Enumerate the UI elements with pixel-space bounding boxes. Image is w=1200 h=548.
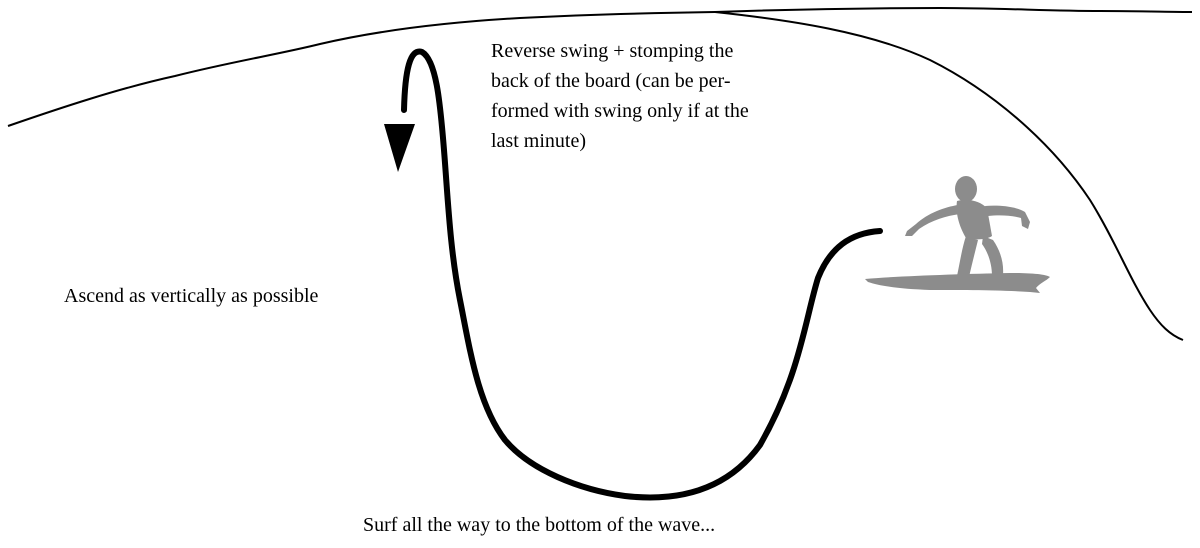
arrow-head-down-icon (384, 124, 415, 172)
ascend-annotation: Ascend as vertically as possible (64, 281, 318, 311)
annotation-line: back of the board (can be per- (491, 66, 851, 96)
bottom-turn-annotation: Surf all the way to the bottom of the wa… (363, 510, 715, 540)
surfer-silhouette-icon (865, 176, 1050, 293)
reverse-swing-annotation: Reverse swing + stomping the back of the… (491, 36, 851, 156)
annotation-line: formed with swing only if at the (491, 96, 851, 126)
annotation-line: Reverse swing + stomping the (491, 36, 851, 66)
annotation-line: last minute) (491, 126, 851, 156)
